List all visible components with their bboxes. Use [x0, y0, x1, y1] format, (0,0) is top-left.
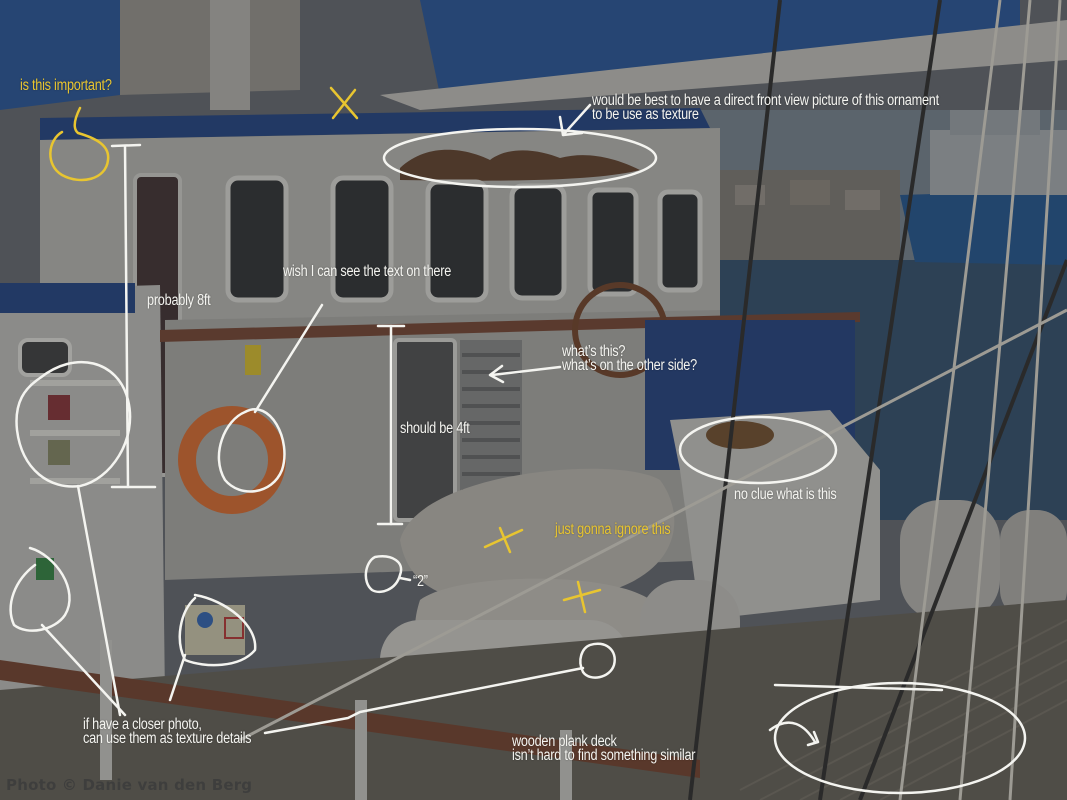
annotation-ornament-line1: would be best to have a direct front vie…: [592, 92, 939, 109]
annotation-wooden-deck: wooden plank deck isn’t hard to find som…: [512, 733, 696, 764]
annotation-ornament: would be best to have a direct front vie…: [592, 92, 939, 123]
annotation-wooden-deck-line1: wooden plank deck: [512, 733, 617, 750]
annotation-whats-this: what’s this? what’s on the other side?: [562, 343, 697, 374]
annotation-whats-this-line2: what’s on the other side?: [562, 357, 697, 374]
annotation-height-4ft: should be 4ft: [400, 420, 470, 437]
annotation-closer-photo-line2: can use them as texture details: [83, 730, 252, 747]
annotation-closer-photo-line1: if have a closer photo,: [83, 716, 202, 733]
annotation-closer-photo: if have a closer photo, can use them as …: [83, 716, 252, 747]
annotation-ornament-line2: to be use as texture: [592, 106, 699, 123]
annotation-height-8ft: probably 8ft: [147, 292, 211, 309]
annotation-wish-text: wish I can see the text on there: [283, 263, 452, 280]
annotation-label-2: “2”: [413, 573, 428, 590]
annotation-wooden-deck-line2: isn’t hard to find something similar: [512, 747, 696, 764]
annotation-is-important: is this important?: [20, 77, 112, 94]
annotation-whats-this-line1: what’s this?: [562, 343, 626, 360]
photo-credit: Photo © Danie van den Berg: [6, 776, 253, 794]
annotation-no-clue: no clue what is this: [734, 486, 837, 503]
annotation-ignore: just gonna ignore this: [555, 521, 671, 538]
